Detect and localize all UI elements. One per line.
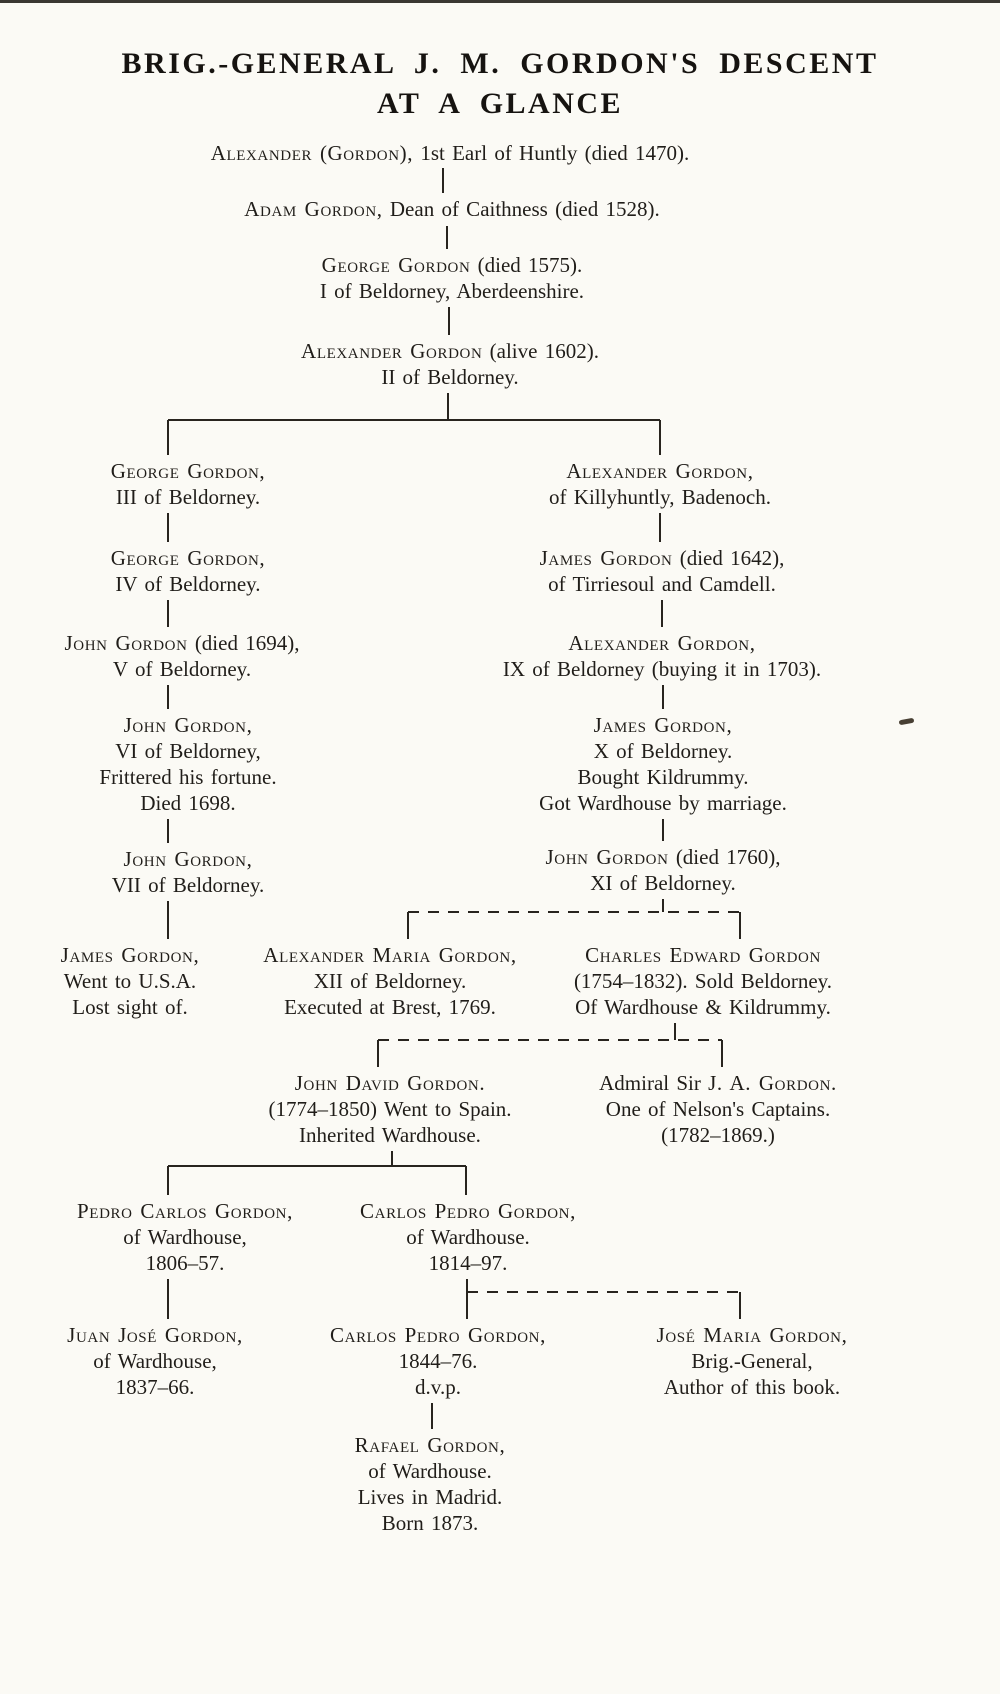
tree-node-george-i-beldorney: George Gordon (died 1575). I of Beldorne… <box>319 253 585 303</box>
tree-node-carlos-pedro-1844: Carlos Pedro Gordon, 1844–76. d.v.p. <box>330 1323 546 1399</box>
page-title-line2: AT A GLANCE <box>376 87 624 120</box>
tree-node-admiral-j-a: Admiral Sir J. A. Gordon. One of Nelson'… <box>599 1071 837 1147</box>
tree-node-james-x-beldorney: James Gordon, X of Beldorney. Bought Kil… <box>539 713 787 815</box>
tree-node-carlos-pedro-1814: Carlos Pedro Gordon, of Wardhouse. 1814–… <box>360 1199 576 1275</box>
tree-node-jose-maria: José Maria Gordon, Brig.-General, Author… <box>656 1323 848 1399</box>
tree-node-george-iii-beldorney: George Gordon, III of Beldorney. <box>110 459 266 509</box>
tree-node-john-v-beldorney: John Gordon (died 1694), V of Beldorney. <box>64 631 300 681</box>
tree-node-john-vi-beldorney: John Gordon, VI of Beldorney, Frittered … <box>99 713 277 815</box>
tree-node-george-iv-beldorney: George Gordon, IV of Beldorney. <box>110 546 266 596</box>
tree-node-john-xi-beldorney: John Gordon (died 1760), XI of Beldorney… <box>545 845 781 895</box>
tree-node-alexander-ii-beldorney: Alexander Gordon (alive 1602). II of Bel… <box>301 339 599 389</box>
tree-node-juan-jose: Juan José Gordon, of Wardhouse, 1837–66. <box>67 1323 243 1399</box>
ink-smudge-artifact <box>898 717 915 726</box>
tree-node-james-tirriesoul: James Gordon (died 1642), of Tirriesoul … <box>539 546 785 596</box>
tree-node-charles-edward: Charles Edward Gordon (1754–1832). Sold … <box>573 943 833 1019</box>
tree-node-pedro-carlos: Pedro Carlos Gordon, of Wardhouse, 1806–… <box>77 1199 293 1275</box>
tree-node-rafael: Rafael Gordon, of Wardhouse. Lives in Ma… <box>354 1433 506 1535</box>
tree-node-john-vii-beldorney: John Gordon, VII of Beldorney. <box>111 847 265 897</box>
tree-node-john-david: John David Gordon. (1774–1850) Went to S… <box>268 1071 512 1147</box>
tree-node-adam-dean: Adam Gordon, Dean of Caithness (died 152… <box>244 197 660 221</box>
page-title: BRIG.-GENERAL J. M. GORDON'S DESCENT AT … <box>0 44 1000 124</box>
tree-node-james-usa: James Gordon, Went to U.S.A. Lost sight … <box>60 943 200 1019</box>
scan-edge-artifact <box>0 0 1000 3</box>
tree-node-alexander-maria-xii: Alexander Maria Gordon, XII of Beldorney… <box>263 943 517 1019</box>
tree-node-alexander-ix-beldorney: Alexander Gordon, IX of Beldorney (buyin… <box>502 631 822 681</box>
tree-node-alexander-1st-earl: Alexander (Gordon), 1st Earl of Huntly (… <box>210 141 690 165</box>
tree-node-alexander-killyhuntly: Alexander Gordon, of Killyhuntly, Badeno… <box>549 459 771 509</box>
page-title-line1: BRIG.-GENERAL J. M. GORDON'S DESCENT <box>121 47 879 80</box>
